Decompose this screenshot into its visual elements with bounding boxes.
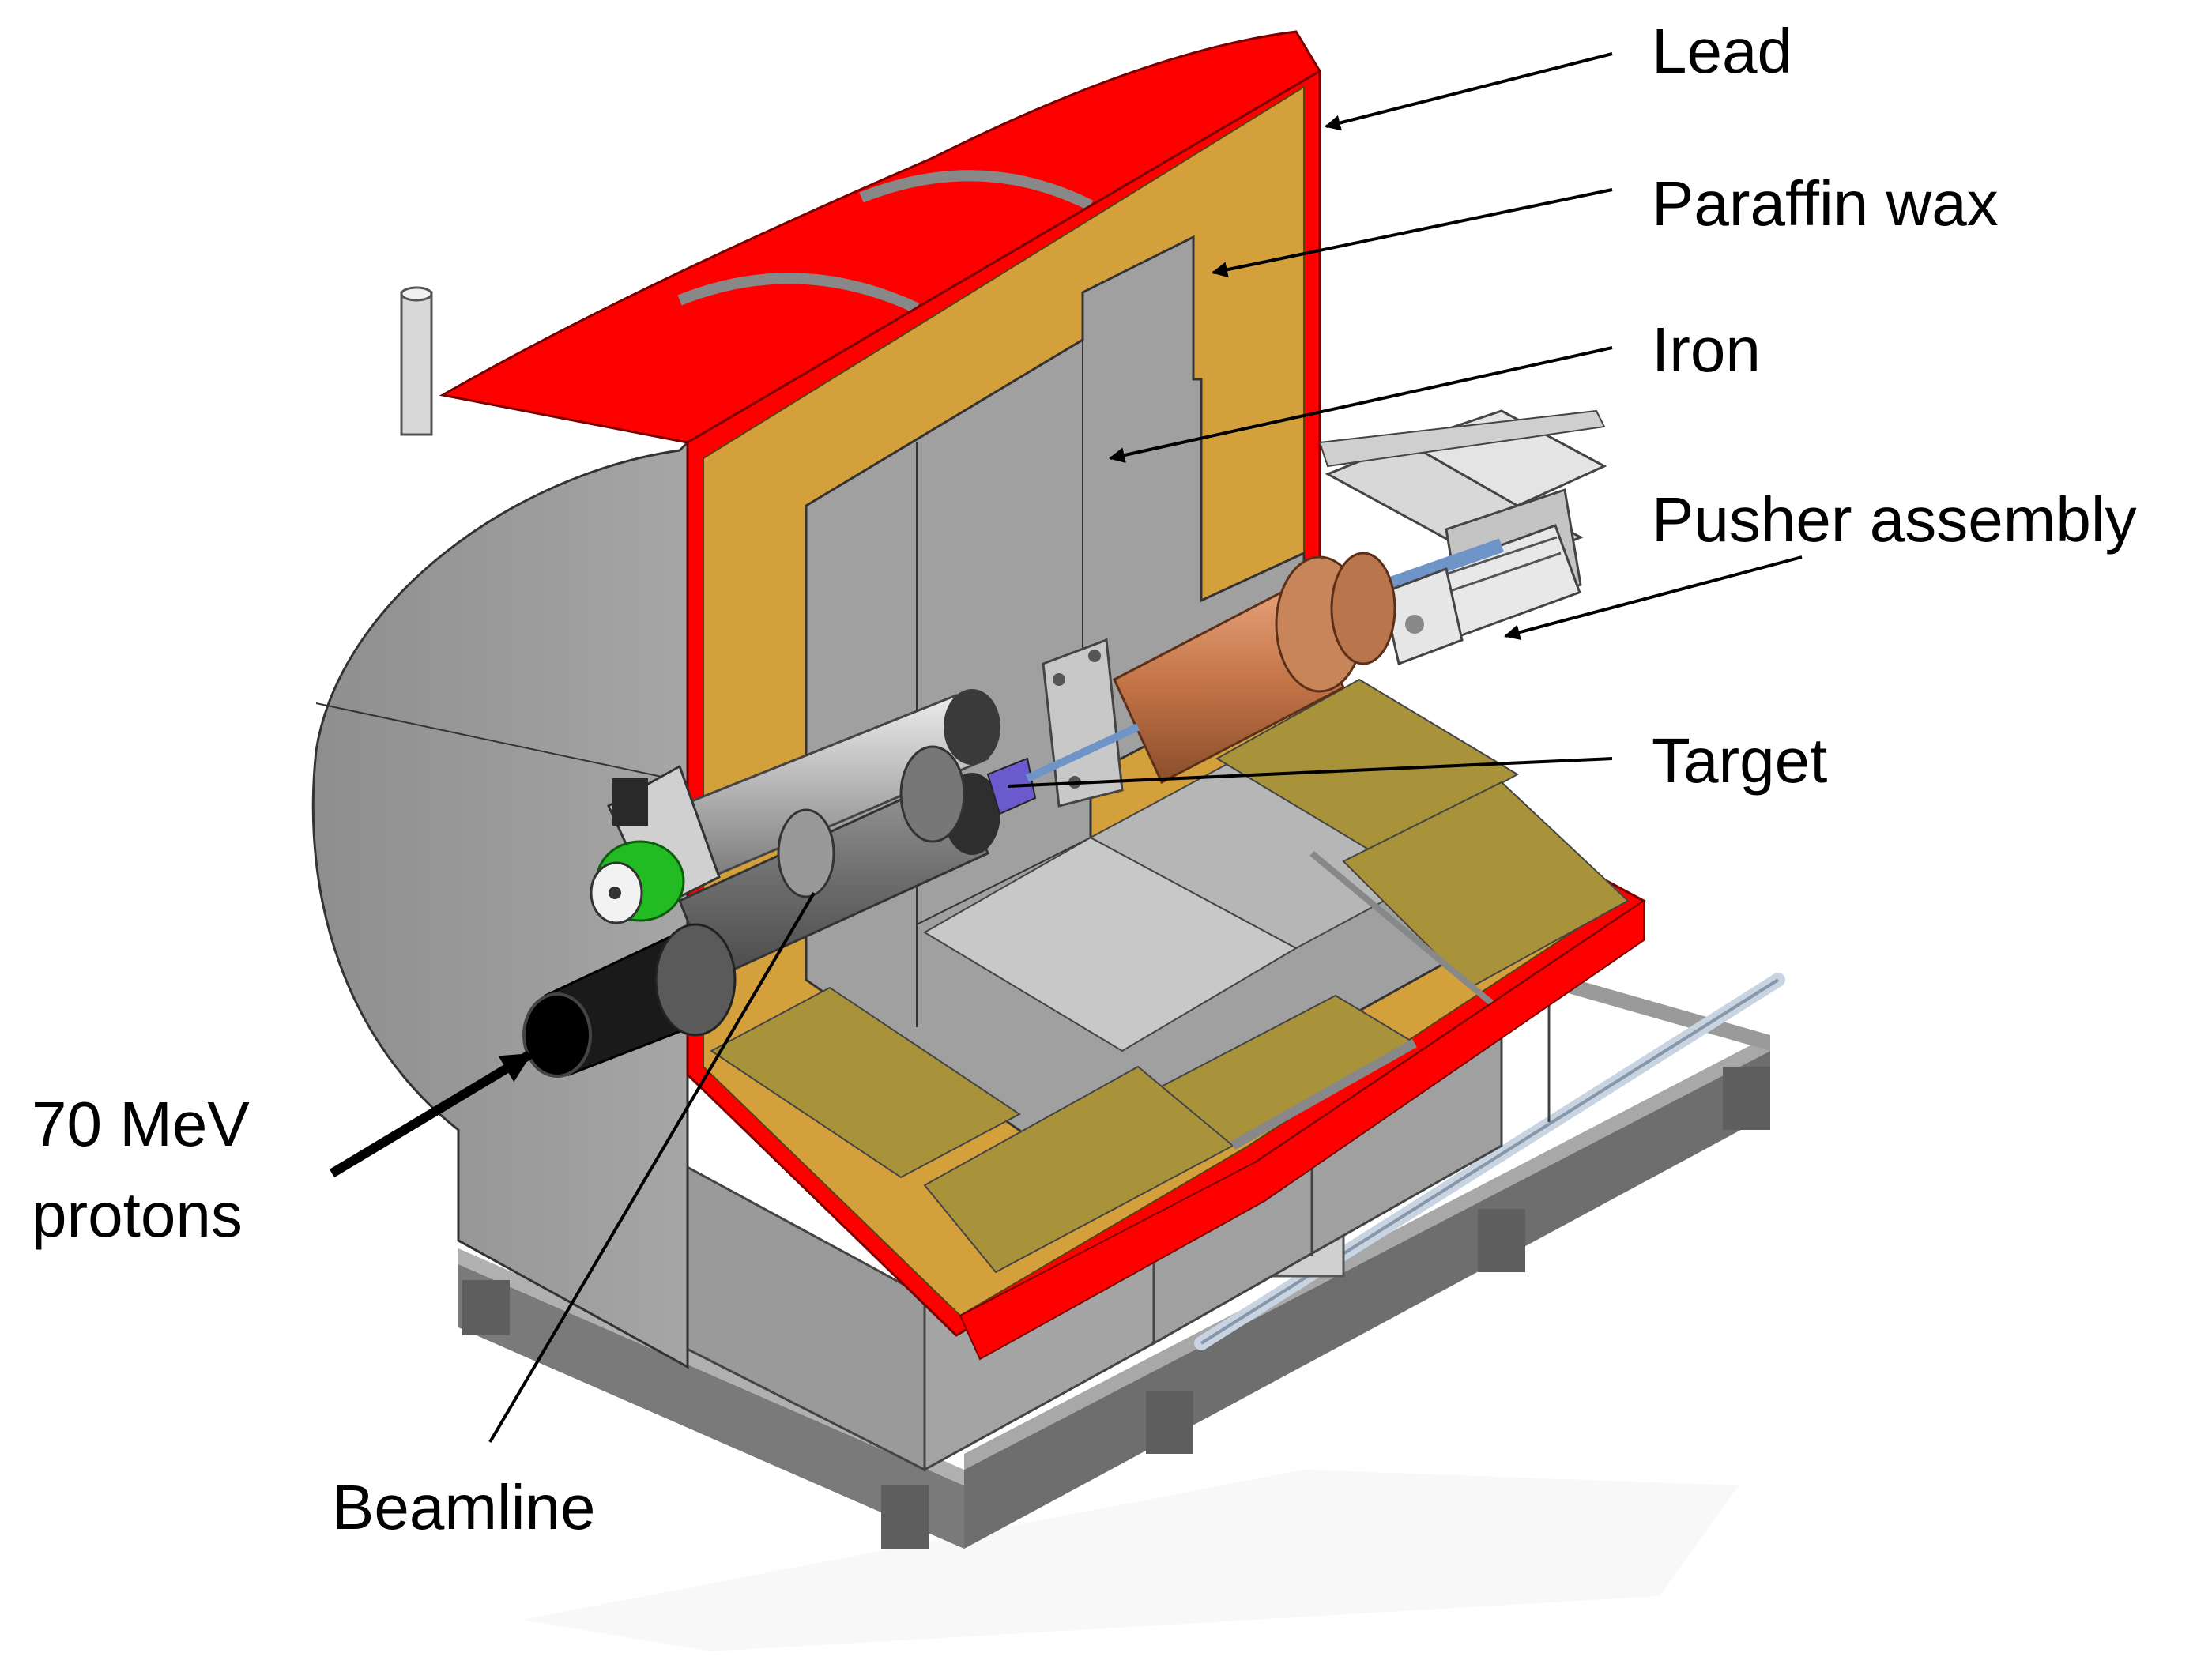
callout-lines — [329, 52, 1803, 1444]
label-paraffin: Paraffin wax — [1652, 168, 1999, 239]
floor-shadow — [522, 1470, 1739, 1651]
roof-lead — [439, 30, 1322, 444]
paraffin-leader — [1212, 188, 1613, 278]
label-lead: Lead — [1652, 16, 1792, 86]
protons-arrow — [329, 1050, 533, 1178]
side-shell — [311, 286, 689, 1369]
iron-leader — [1109, 346, 1613, 463]
foot-back-right — [1723, 1067, 1770, 1130]
foot-middle — [1146, 1391, 1193, 1454]
labels: Lead Paraffin wax Iron Pusher assembly T… — [32, 16, 2137, 1542]
vent-pipe — [400, 291, 433, 436]
copper-housing — [1042, 552, 1396, 808]
label-iron: Iron — [1652, 314, 1761, 385]
beamline-leader — [488, 891, 816, 1444]
foot-front-left — [462, 1280, 510, 1335]
foot-right — [1478, 1209, 1525, 1272]
pusher-assembly — [1318, 409, 1607, 666]
foot-front-center — [881, 1485, 929, 1549]
label-protons-line2: protons — [32, 1180, 243, 1250]
target-leader — [1007, 757, 1613, 788]
label-target: Target — [1652, 725, 1827, 796]
label-pusher: Pusher assembly — [1652, 484, 2137, 555]
lead-leader — [1325, 52, 1613, 131]
pusher-leader — [1504, 555, 1803, 641]
label-beamline: Beamline — [332, 1472, 596, 1542]
label-protons-line1: 70 MeV — [32, 1089, 250, 1159]
beamline-assembly — [522, 689, 1140, 1078]
